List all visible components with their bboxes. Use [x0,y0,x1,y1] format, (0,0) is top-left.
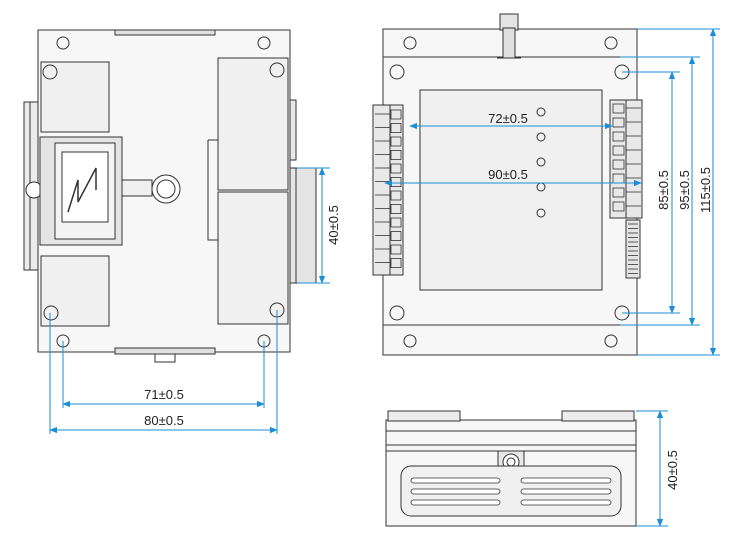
terminal-screw [390,190,402,201]
terminal-screw [612,117,625,128]
mount-hole [389,64,405,80]
mount-hole [56,36,70,50]
led-indicator [536,208,546,218]
dim-label-90: 90±0.5 [488,167,528,182]
dim-label-71: 71±0.5 [144,387,184,402]
led-indicator [536,132,546,142]
terminal-screw [612,131,625,142]
mount-hole [389,305,405,321]
terminal-screw [612,103,625,114]
terminal-screw [390,204,402,214]
terminal-screw [390,231,402,241]
terminal-screw [612,145,625,156]
vent-slot [410,477,501,484]
mount-hole [257,36,271,50]
dim-label-72: 72±0.5 [488,111,528,126]
terminal-screw [390,217,402,228]
mount-hole [604,36,618,50]
side-view [385,410,637,527]
mount-hole [604,334,618,348]
terminal-screw [390,244,402,255]
right-view [372,13,643,356]
vent-slot [520,499,612,506]
terminal-screw [390,109,402,120]
right-terminal-block [609,99,643,279]
left-view [23,29,317,363]
mount-hole [403,334,417,348]
dim-label-front-height: 40±0.5 [326,205,341,245]
terminal-screw [612,187,625,198]
dim-label-80: 80±0.5 [144,413,184,428]
dim-label-95: 95±0.5 [677,170,692,210]
vent-slot [410,488,501,495]
vent-slot [520,488,612,495]
led-indicator [536,107,546,117]
terminal-screw [390,258,402,268]
vent-slot [520,477,612,484]
dim-label-115: 115±0.5 [698,167,713,213]
vent-slot [410,499,501,506]
led-indicator [536,157,546,167]
terminal-screw [612,159,625,170]
left-terminal-block [372,104,404,276]
terminal-screw [390,163,402,174]
terminal-screw [390,136,402,147]
dim-label-side-height: 40±0.5 [665,450,680,490]
terminal-screw [390,150,402,160]
terminal-screw [390,123,402,133]
mount-hole [403,36,417,50]
dim-label-85: 85±0.5 [656,170,671,210]
terminal-screw [612,201,625,212]
